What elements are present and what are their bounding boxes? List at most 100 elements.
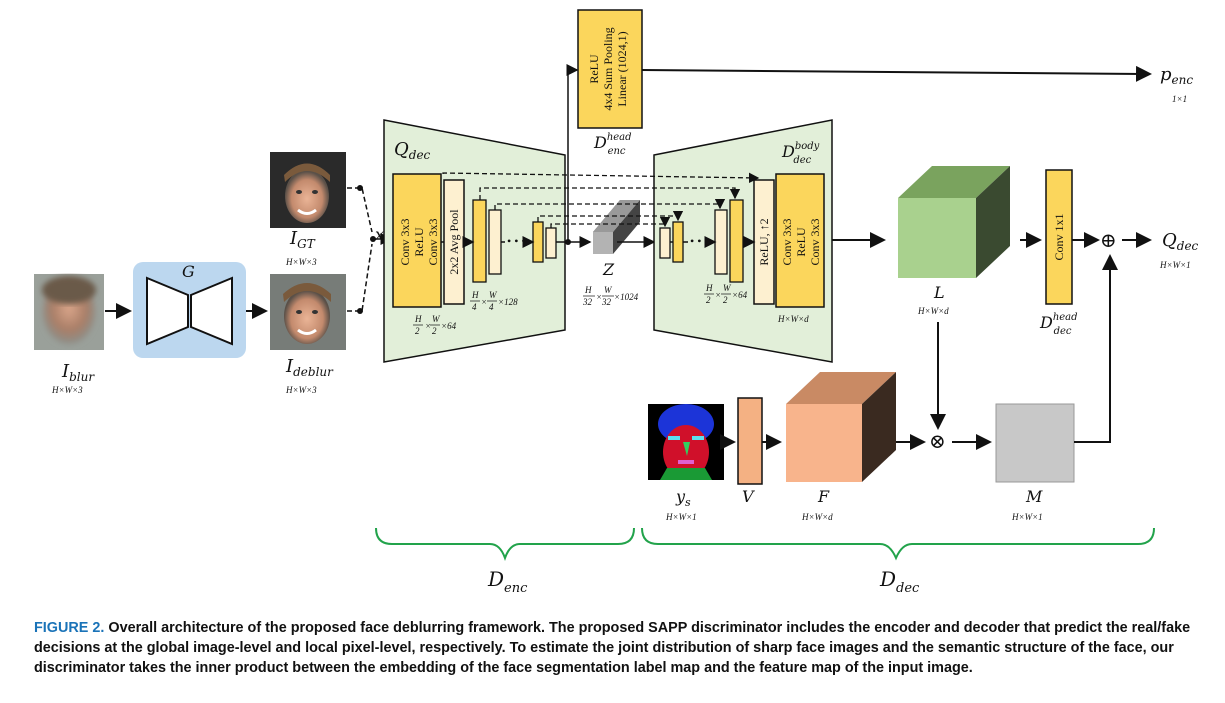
caption-text: Overall architecture of the proposed fac…	[34, 620, 1191, 676]
i-deblur-label: Ideblur	[285, 356, 334, 379]
i-gt-dim: H×W×3	[285, 257, 317, 267]
decoder-upsample-label: ReLU, ↑2	[757, 218, 771, 265]
i-gt-label: IGT	[289, 228, 316, 251]
p-enc-label: penc	[1160, 64, 1193, 87]
svg-text:H: H	[705, 283, 713, 293]
z-bottleneck	[593, 200, 640, 254]
ground-truth-face-image	[270, 152, 346, 228]
avg-pool-label: 2x2 Avg Pool	[447, 209, 461, 275]
svg-text:Conv 3x3: Conv 3x3	[780, 218, 794, 265]
svg-text:Conv 3x3: Conv 3x3	[398, 218, 412, 265]
svg-text:H: H	[414, 314, 422, 324]
q-out-label: Qdec	[1162, 230, 1199, 253]
svg-text:W: W	[489, 290, 498, 300]
oplus-symbol: ⊕	[1100, 228, 1117, 252]
svg-text:×64: ×64	[441, 321, 457, 331]
otimes-symbol: ⊗	[929, 429, 946, 453]
svg-text:W: W	[432, 314, 441, 324]
decoder-block-n	[729, 199, 744, 283]
enc-dim-2: H 4 × W 4 ×128	[470, 290, 518, 312]
skip-connection-5	[550, 216, 671, 228]
svg-text:2: 2	[723, 295, 728, 305]
svg-text:×: ×	[425, 321, 431, 331]
encoder-head-text: ReLU 4x4 Sum Pooling Linear (1024,1)	[587, 27, 629, 110]
q-out-dim: H×W×1	[1159, 260, 1191, 270]
brace-d-enc	[375, 527, 635, 561]
svg-text:W: W	[723, 283, 732, 293]
svg-text:ReLU: ReLU	[412, 227, 426, 257]
svg-text:ReLU: ReLU	[794, 227, 808, 257]
x-label: x	[375, 225, 384, 244]
conv1x1-block	[1045, 169, 1073, 305]
svg-text:×: ×	[715, 290, 721, 300]
z-dim: H 32 × W 32 ×1024	[582, 285, 639, 307]
figure-label: FIGURE 2.	[34, 620, 105, 636]
decoder-conv-block	[775, 173, 825, 308]
l-label: L	[933, 283, 945, 302]
svg-text:W: W	[604, 285, 613, 295]
ys-label: ys	[675, 487, 691, 509]
svg-text:Conv 3x3: Conv 3x3	[426, 218, 440, 265]
v-label: V	[742, 487, 755, 506]
svg-text:4x4 Sum Pooling: 4x4 Sum Pooling	[601, 27, 615, 110]
figure-caption: FIGURE 2. Overall architecture of the pr…	[34, 618, 1194, 678]
enc-dim-1: H 2 × W 2 ×64	[413, 314, 457, 336]
svg-text:2: 2	[706, 295, 711, 305]
dash-deblur-to-x	[347, 243, 373, 312]
q-dec-label: Qdec	[394, 139, 431, 162]
l-dim: H×W×d	[917, 306, 949, 316]
arrow-m-to-oplus	[1074, 254, 1118, 443]
feature-map-f-cube	[786, 372, 896, 482]
svg-text:×128: ×128	[498, 297, 518, 307]
decoder-conv-text: Conv 3x3 ReLU Conv 3x3	[780, 218, 822, 265]
encoder-conv-block	[392, 173, 442, 308]
f-label: F	[817, 487, 830, 506]
i-blur-label: Iblur	[61, 361, 95, 384]
svg-text:H: H	[584, 285, 592, 295]
skip-connection-1	[442, 172, 760, 184]
conv1x1-label: Conv 1x1	[1052, 213, 1066, 260]
f-dim: H×W×d	[801, 512, 833, 522]
ys-dim: H×W×1	[665, 512, 697, 522]
m-label: M	[1025, 487, 1043, 506]
m-dim: H×W×1	[1011, 512, 1043, 522]
svg-text:×64: ×64	[732, 290, 748, 300]
i-deblur-dim: H×W×3	[285, 385, 317, 395]
z-label: Z	[602, 260, 615, 279]
svg-text:ReLU: ReLU	[587, 54, 601, 84]
p-enc-dim: 1×1	[1172, 94, 1187, 104]
d-dec-brace-label: Ddec	[879, 567, 920, 596]
svg-text:32: 32	[582, 297, 593, 307]
svg-text:4: 4	[489, 302, 494, 312]
generator-g	[133, 262, 246, 358]
svg-text:×: ×	[596, 292, 602, 302]
segmentation-map-image	[648, 404, 724, 480]
decoder-up-n	[714, 209, 728, 275]
dec-dim-2: H×W×d	[777, 314, 809, 324]
svg-text:2: 2	[415, 326, 420, 336]
skip-connection-2	[479, 187, 741, 200]
encoder-conv-text: Conv 3x3 ReLU Conv 3x3	[398, 218, 440, 265]
skip-connection-3	[494, 198, 726, 210]
svg-text:×: ×	[481, 297, 487, 307]
d-enc-brace-label: Denc	[487, 567, 528, 596]
svg-text:Linear (1024,1): Linear (1024,1)	[615, 31, 629, 106]
svg-text:×1024: ×1024	[614, 292, 639, 302]
blurred-face-image	[34, 274, 104, 350]
encoder-pool-2	[488, 209, 502, 275]
svg-text:4: 4	[472, 302, 477, 312]
svg-text:2: 2	[432, 326, 437, 336]
decoder-up-1	[659, 227, 671, 259]
embedding-v-block	[737, 397, 763, 485]
architecture-diagram: Iblur H×W×3 G IGT H×W×3 Ideblur H×W×3 x	[34, 9, 1199, 596]
dec-dim-1: H 2 × W 2 ×64	[704, 283, 748, 305]
encoder-block-2	[472, 199, 487, 283]
svg-text:32: 32	[601, 297, 612, 307]
decoder-ellipsis: • • •	[690, 234, 709, 248]
encoder-head-block	[577, 9, 643, 129]
arrow-to-p-enc	[641, 65, 1152, 82]
encoder-block-n	[532, 221, 544, 263]
